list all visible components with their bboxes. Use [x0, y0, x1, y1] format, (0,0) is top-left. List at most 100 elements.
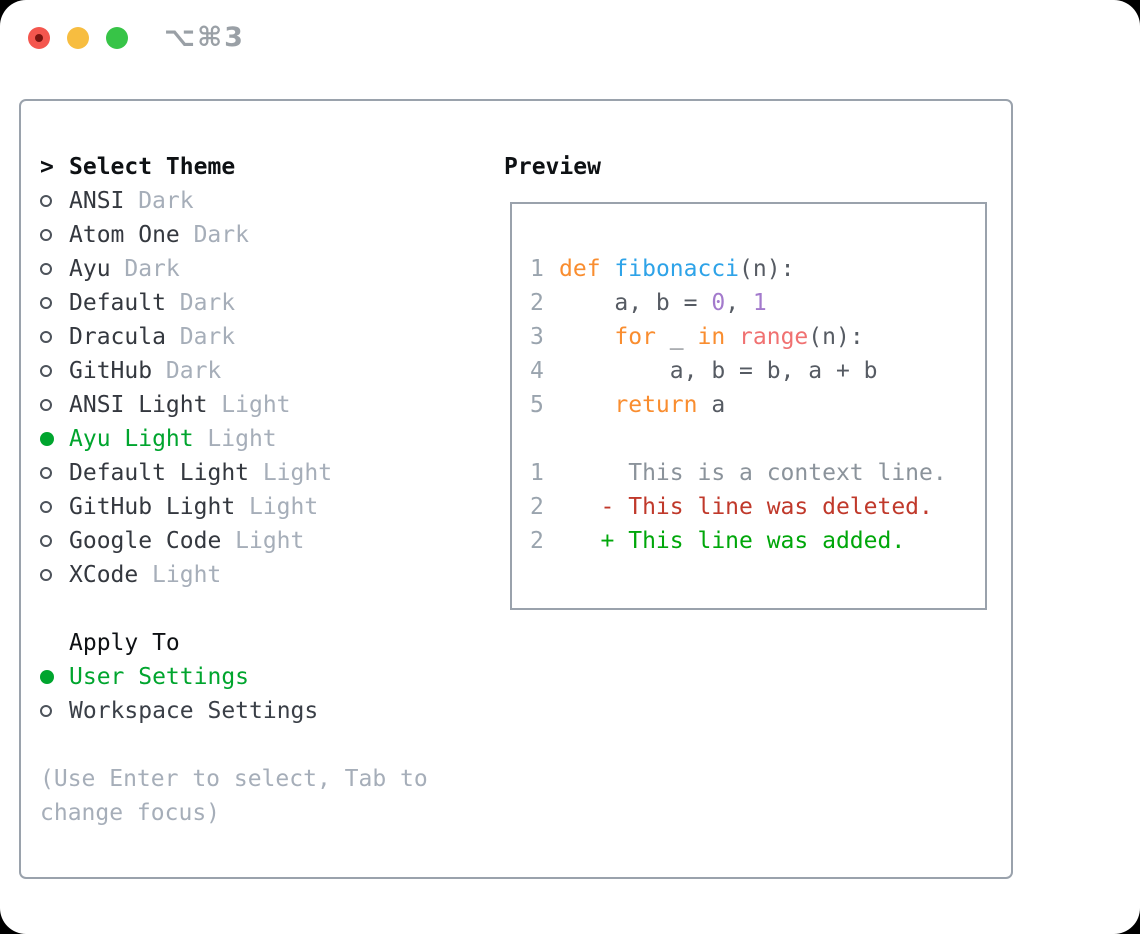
- preview-line: 2 a, b = 0, 1: [530, 286, 985, 320]
- apply-option[interactable]: User Settings: [40, 660, 490, 694]
- apply-option-label: Workspace Settings: [69, 698, 319, 724]
- preview-line: 3 for _ in range(n):: [530, 320, 985, 354]
- radio-icon: [40, 501, 52, 513]
- code-token: for: [614, 324, 656, 350]
- spacer: [40, 728, 490, 762]
- minimize-button[interactable]: [67, 27, 89, 49]
- radio-icon: [40, 399, 52, 411]
- line-number: 1: [530, 256, 544, 282]
- code-token: [559, 528, 601, 554]
- theme-item-label: Atom One: [69, 222, 180, 248]
- radio-icon: [40, 263, 52, 275]
- theme-item-label: Google Code: [69, 528, 222, 554]
- apply-option[interactable]: Workspace Settings: [40, 694, 490, 728]
- window-title: ⌥⌘3: [164, 22, 245, 53]
- theme-item[interactable]: Dracula Dark: [40, 320, 490, 354]
- code-token: - This line was deleted.: [600, 494, 933, 520]
- code-token: 1: [752, 290, 767, 316]
- theme-variant-label: Dark: [179, 290, 236, 316]
- radio-icon: [40, 705, 52, 717]
- radio-icon: [40, 229, 52, 241]
- radio-icon: [40, 467, 52, 479]
- code-token: fibonacci: [614, 256, 740, 282]
- line-number: 1: [530, 460, 544, 486]
- radio-icon: [40, 432, 54, 446]
- code-token: return: [614, 392, 698, 418]
- select-theme-title: Select Theme: [69, 154, 236, 180]
- theme-variant-label: Dark: [138, 188, 194, 214]
- theme-item-label: GitHub: [69, 358, 153, 384]
- code-token: [725, 324, 739, 350]
- code-token: a, b =: [559, 290, 712, 316]
- theme-item-label: Default: [69, 290, 166, 316]
- titlebar: ⌥⌘3: [0, 0, 1140, 76]
- help-text-line: change focus): [40, 800, 221, 826]
- theme-variant-label: Dark: [179, 324, 236, 350]
- close-button[interactable]: [28, 27, 50, 49]
- preview-line: 4 a, b = b, a + b: [530, 354, 985, 388]
- theme-variant-label: Light: [221, 392, 291, 418]
- theme-variant-label: Light: [152, 562, 222, 588]
- theme-item[interactable]: ANSI Light Light: [40, 388, 490, 422]
- code-token: This is a context line.: [559, 460, 947, 486]
- preview-line: 2 - This line was deleted.: [530, 490, 985, 524]
- line-number: 2: [530, 290, 544, 316]
- theme-variant-label: Light: [262, 460, 333, 486]
- theme-item[interactable]: Ayu Dark: [40, 252, 490, 286]
- theme-variant-label: Dark: [124, 256, 180, 282]
- preview-title: Preview: [504, 154, 601, 180]
- preview-line: [530, 422, 985, 456]
- radio-icon: [40, 331, 52, 343]
- radio-icon: [40, 195, 52, 207]
- code-token: range: [739, 324, 809, 350]
- code-token: [559, 494, 601, 520]
- code-token: (n):: [808, 324, 864, 350]
- theme-variant-label: Dark: [165, 358, 222, 384]
- code-token: [559, 324, 614, 350]
- spacer: [40, 592, 490, 626]
- radio-icon: [40, 670, 54, 684]
- theme-variant-label: Light: [207, 426, 277, 452]
- theme-variant-label: Light: [248, 494, 319, 520]
- traffic-lights: [28, 27, 128, 49]
- apply-to-title: Apply To: [69, 630, 180, 656]
- code-token: 0: [711, 290, 726, 316]
- code-token: (n):: [739, 256, 795, 282]
- preview-line: 1 def fibonacci(n):: [530, 252, 985, 286]
- line-number: 3: [530, 324, 544, 350]
- theme-item-label: XCode: [69, 562, 139, 588]
- line-number: 4: [530, 358, 544, 384]
- zoom-button[interactable]: [106, 27, 128, 49]
- theme-item[interactable]: XCode Light: [40, 558, 490, 592]
- close-dot-icon: [35, 34, 43, 42]
- apply-option-label: User Settings: [69, 664, 250, 690]
- code-token: [601, 256, 615, 282]
- radio-icon: [40, 569, 52, 581]
- theme-item-label: Ayu Light: [69, 426, 194, 452]
- theme-item-label: ANSI: [69, 188, 125, 214]
- code-token: + This line was added.: [600, 528, 906, 554]
- theme-item-label: Ayu: [69, 256, 111, 282]
- select-theme-header: > Select Theme: [40, 150, 490, 184]
- line-number: 2: [530, 528, 544, 554]
- theme-item-label: ANSI Light: [69, 392, 208, 418]
- code-token: ,: [725, 290, 753, 316]
- code-token: def: [559, 256, 601, 282]
- radio-icon: [40, 297, 52, 309]
- preview-line: 1 This is a context line.: [530, 456, 985, 490]
- theme-item[interactable]: GitHub Dark: [40, 354, 490, 388]
- theme-item[interactable]: Ayu Light Light: [40, 422, 490, 456]
- theme-item-label: Default Light: [69, 460, 250, 486]
- theme-item[interactable]: Default Light Light: [40, 456, 490, 490]
- theme-item-label: Dracula: [69, 324, 166, 350]
- theme-item[interactable]: Default Dark: [40, 286, 490, 320]
- radio-icon: [40, 535, 52, 547]
- theme-item[interactable]: ANSI Dark: [40, 184, 490, 218]
- code-token: [559, 392, 614, 418]
